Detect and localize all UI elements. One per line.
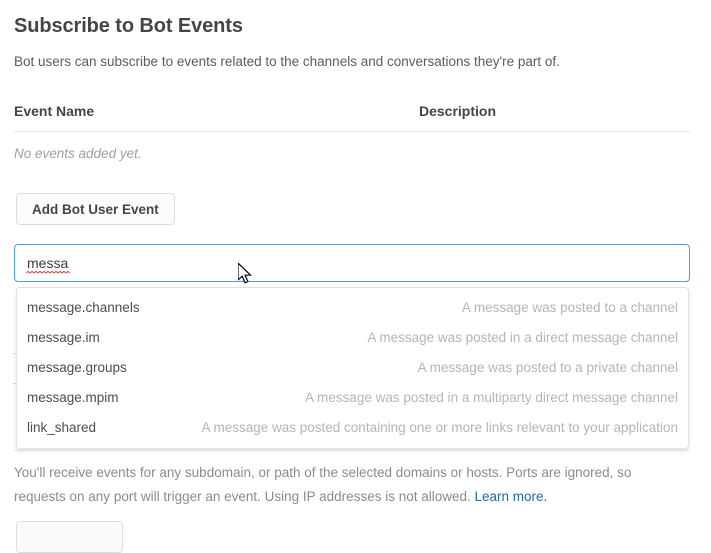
dropdown-item[interactable]: link_shared A message was posted contain… <box>17 412 688 442</box>
page-title: Subscribe to Bot Events <box>14 15 243 37</box>
dropdown-item-name: message.im <box>27 329 100 345</box>
dropdown-item-description: A message was posted to a channel <box>461 299 678 315</box>
dropdown-item[interactable]: message.channels A message was posted to… <box>17 292 688 322</box>
section-divider <box>14 450 690 451</box>
dropdown-item[interactable]: message.groups A message was posted to a… <box>17 352 688 382</box>
learn-more-link[interactable]: Learn more. <box>474 489 548 504</box>
dropdown-item[interactable]: message.im A message was posted in a dir… <box>17 322 688 352</box>
dropdown-item-name: link_shared <box>27 419 97 435</box>
page-subtitle: Bot users can subscribe to events relate… <box>14 54 560 69</box>
footer-note: You'll receive events for any subdomain,… <box>14 461 679 509</box>
dropdown-item-name: message.groups <box>27 359 127 375</box>
event-search-input[interactable] <box>14 244 690 282</box>
dropdown-item-name: message.mpim <box>27 389 119 405</box>
dropdown-item-name: message.channels <box>27 299 140 315</box>
footer-note-text: You'll receive events for any subdomain,… <box>14 465 632 504</box>
events-empty-message: No events added yet. <box>14 146 142 161</box>
dropdown-item-description: A message was posted to a private channe… <box>417 359 678 375</box>
bottom-action-button[interactable] <box>16 521 123 553</box>
table-header-divider <box>14 131 690 132</box>
dropdown-item-description: A message was posted containing one or m… <box>201 419 678 435</box>
dropdown-item-description: A message was posted in a direct message… <box>367 329 678 345</box>
dropdown-item-description: A message was posted in a multiparty dir… <box>305 389 678 405</box>
column-header-event-name: Event Name <box>14 103 95 119</box>
obscured-row-divider <box>13 383 16 384</box>
subscribe-bot-events-page: Subscribe to Bot Events Bot users can su… <box>13 15 690 553</box>
dropdown-item[interactable]: message.mpim A message was posted in a m… <box>17 382 688 412</box>
add-bot-user-event-button[interactable]: Add Bot User Event <box>16 193 175 225</box>
column-header-description: Description <box>419 103 497 119</box>
obscured-row-divider <box>13 353 16 354</box>
events-table-header: Event Name Description <box>14 103 690 125</box>
event-suggestions-dropdown[interactable]: message.channels A message was posted to… <box>16 287 689 449</box>
